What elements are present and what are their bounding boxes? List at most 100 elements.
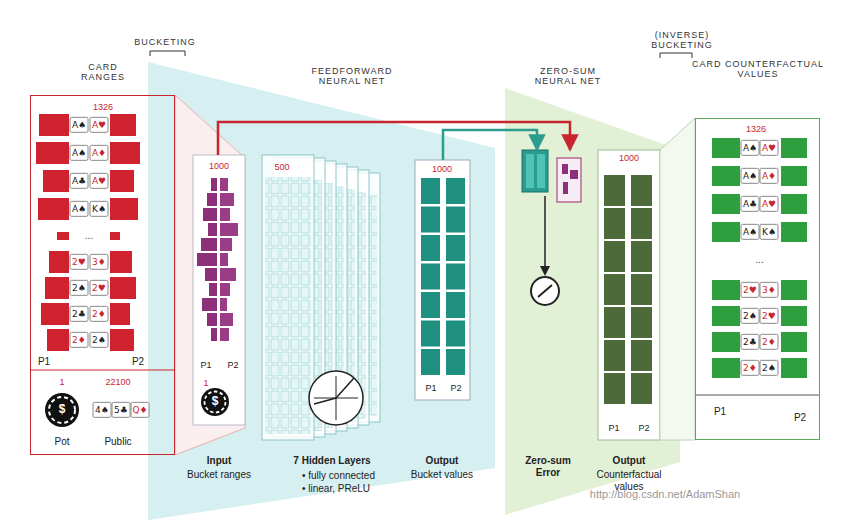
label-text: ... [755,254,763,266]
output-panel [415,160,470,400]
bar [220,208,230,221]
bar [110,251,132,273]
card-label: 2♣ [70,306,89,322]
chip-ring [205,392,226,413]
bar [421,207,440,233]
card-label: 2♥ [70,254,89,270]
card-label: A♥ [760,196,779,212]
label-text: P2 [638,423,649,433]
panel-text: Bucket ranges [187,469,251,481]
bar [220,223,238,236]
bar [220,238,232,251]
range-panel-depth [175,95,245,455]
panel-divider [30,370,175,371]
bar [781,280,807,300]
bar [207,313,217,326]
bar [631,373,652,404]
bracket [150,51,185,56]
label-text: Pot [54,436,69,448]
label-text: P1 [200,360,211,370]
bar [712,222,740,242]
cf-card-panel [695,118,820,440]
bar [563,182,568,194]
panel-text: 1000 [209,161,229,171]
bar [570,170,578,179]
bar [604,241,625,272]
label-text: ... [85,230,93,242]
card-label: A♠ [70,201,89,217]
bracket [660,53,692,58]
hidden-layer [262,155,314,440]
bar [631,175,652,206]
input-panel [193,155,245,425]
card-label: 2♥ [741,282,760,298]
neuron-grid [265,177,311,434]
card-label: K♠ [760,224,779,240]
label-text: Public [104,436,131,448]
bar [110,329,134,351]
arrowhead [540,266,550,276]
bar [781,138,807,158]
panel-box: 1000OutputCounterfactual values [598,150,660,440]
bar [631,241,652,272]
panel-text: 1000 [619,153,639,163]
panel-text: • fully connected [302,470,375,482]
panel-box: 5007 Hidden Layers• fully connected• lin… [262,150,402,445]
label-text: P1 [38,356,50,368]
bar [421,235,440,261]
cf-panel [598,150,660,440]
input-chip [201,388,229,416]
label-text: 1 [59,377,64,387]
bar [604,373,625,404]
card-label: A♥ [760,140,779,156]
card-label: 2♠ [90,332,109,348]
bar [712,138,740,158]
connector-arrow [218,122,570,155]
bar [781,194,807,214]
label-text: P2 [450,383,461,393]
bar [43,170,69,192]
bar [781,358,807,378]
label-text: FEEDFORWARD NEURAL NET [305,66,400,87]
bar [38,198,69,220]
bar [781,222,807,242]
label-text: (INVERSE) BUCKETING [642,30,722,51]
bar [446,235,465,261]
bar [110,142,140,164]
bar [537,154,545,188]
label-text: P1 [608,423,619,433]
bar [781,166,807,186]
bar [220,313,233,326]
bar [39,114,69,136]
bar [110,232,120,240]
zero-sum-inputs [522,150,581,305]
panel-box: Zero-sum Error [515,150,595,490]
minus-symbol [531,277,559,305]
bar [781,332,807,352]
bar [604,340,625,371]
label-text: P1 [425,383,436,393]
bar [781,306,807,326]
minus-stroke [538,285,552,297]
label-text: http://blog.csdn.net/AdamShan [590,488,740,501]
pot-chip [45,393,79,427]
panel-text: 1000 [432,164,452,174]
card-label: A♠ [741,140,760,156]
panel-text: Bucket values [411,469,473,481]
card-label: A♥ [90,173,109,189]
card-label: A♣ [741,196,760,212]
label-text: 22100 [105,377,130,387]
bar [41,303,69,325]
bar [446,292,465,318]
bar [446,349,465,375]
chips [45,388,229,427]
activation-circle [309,371,363,425]
bar [208,223,217,236]
panel-box: CARD COUNTERFACTUAL VALUES1326 [695,118,820,440]
bar [446,264,465,290]
card-label: A♠ [741,168,760,184]
card-label: 5♣ [112,402,131,418]
card-label: 2♠ [760,360,779,376]
card-label: K♠ [90,201,109,217]
